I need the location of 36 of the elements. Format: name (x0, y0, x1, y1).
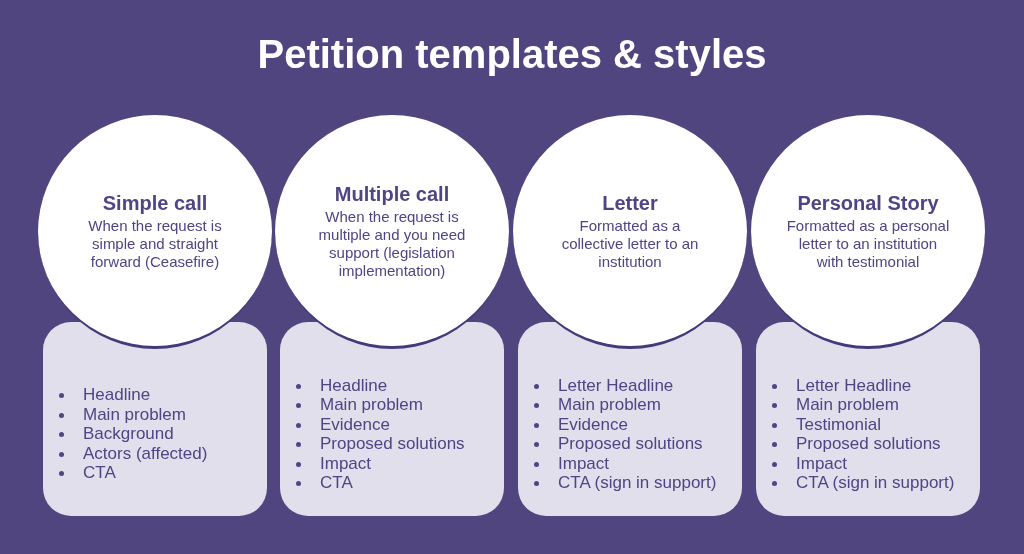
card (43, 322, 267, 516)
circle-heading: Multiple call (334, 181, 450, 207)
list-item: Main problem (796, 395, 899, 415)
list-item: Proposed solutions (796, 434, 941, 454)
circle-description: When the request is simple and straight forward (Ceasefire) (87, 216, 223, 271)
list-item: Impact (320, 453, 372, 473)
list-item: Letter Headline (558, 375, 674, 395)
list-item: CTA (83, 463, 116, 483)
list-item: Background (83, 424, 174, 444)
list-item: Headline (320, 375, 388, 395)
card (280, 322, 504, 516)
list-item: Impact (796, 453, 848, 473)
list-item: Proposed solutions (320, 434, 465, 454)
circle-heading: Personal Story (797, 190, 939, 216)
list-item: CTA (sign in support) (558, 473, 717, 493)
list-item: Main problem (83, 404, 186, 425)
card (518, 322, 742, 516)
list-item: Evidence (320, 414, 390, 434)
list-item: Evidence (558, 414, 628, 434)
title: Petition templates & styles (256, 31, 768, 78)
card (756, 322, 980, 516)
list-item: Actors (affected) (83, 443, 208, 464)
list-item: CTA (sign in support) (796, 473, 955, 493)
list-item: Main problem (558, 395, 661, 415)
circle-heading: Letter (602, 190, 658, 216)
circle-description: Formatted as a collective letter to an institution (560, 216, 700, 271)
list-item: Letter Headline (796, 375, 912, 395)
list-item: Headline (83, 385, 151, 405)
list-item: Impact (558, 453, 610, 473)
circle-description: Formatted as a personal letter to an institution with testimonial (785, 216, 951, 271)
circle-description: When the request is multiple and you need support (legislation implementation) (317, 207, 467, 280)
list-item: Proposed solutions (558, 434, 703, 454)
circle-heading: Simple call (102, 190, 208, 216)
list-item: Main problem (320, 395, 423, 415)
list-item: Testimonial (796, 414, 882, 434)
list-item: CTA (320, 473, 353, 493)
